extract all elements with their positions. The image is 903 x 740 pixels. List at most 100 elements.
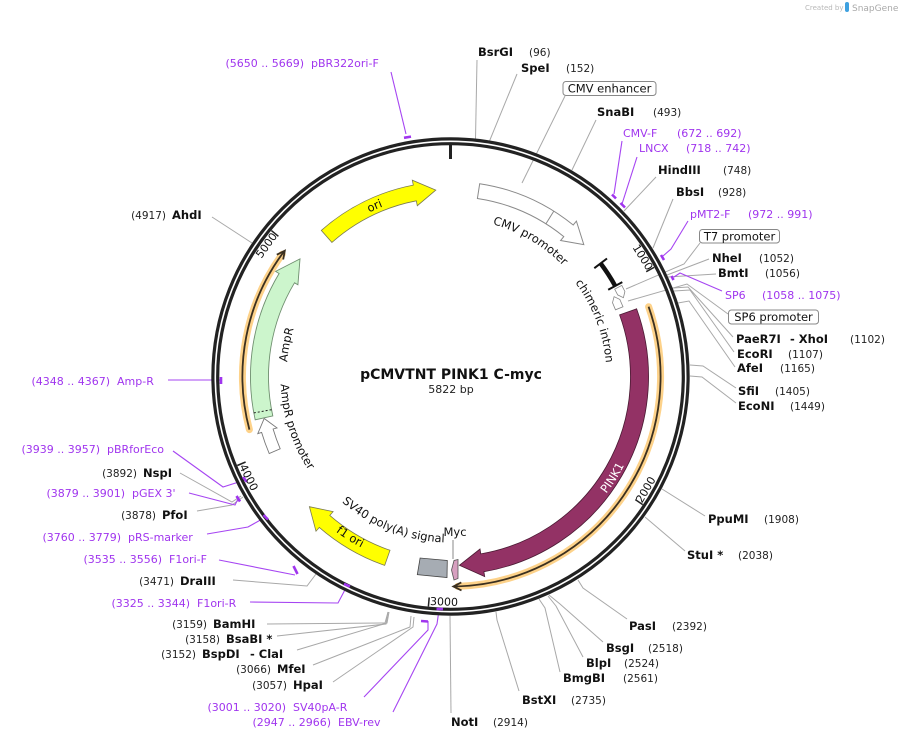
boxed-label-t7-promoter[interactable]: T7 promoter [699, 229, 780, 244]
ampr-promoter-arrow[interactable] [257, 417, 281, 455]
primer-name: pGEX 3' [132, 487, 176, 500]
enzyme-site-noti[interactable]: NotI(2914) [451, 715, 528, 729]
enzyme-site-draiii[interactable]: (3471) DraIII [139, 574, 216, 588]
enzyme-site-blpi[interactable]: BlpI(2524) [586, 656, 659, 670]
enzyme-site-spei[interactable]: SpeI(152) [521, 61, 594, 75]
enzyme-site-econi[interactable]: EcoNI(1449) [738, 399, 825, 413]
enzyme-site-snabi[interactable]: SnaBI(493) [597, 105, 681, 119]
enzyme-site-mfei[interactable]: (3066)MfeI [236, 662, 305, 676]
feature-t7-promoter[interactable] [614, 284, 626, 299]
enzyme-name: BspDI [202, 647, 240, 661]
enzyme-position: (1056) [765, 268, 800, 280]
enzyme-site-bsabi[interactable]: (3158)BsaBI * [185, 632, 272, 646]
enzyme-site-bmgbi[interactable]: BmgBI(2561) [563, 671, 658, 685]
f1-ori-arrow[interactable] [308, 506, 391, 566]
primer-name: pBR322ori-F [311, 57, 379, 70]
feature-sp6-promoter[interactable] [612, 296, 624, 311]
snapgene-logo-icon [845, 2, 849, 12]
feature-myc[interactable]: Myc [443, 525, 467, 581]
enzyme-site-pfoi[interactable]: (3878)PfoI [121, 508, 188, 522]
primer-ebv-rev[interactable]: (2947 .. 2966)EBV-rev [252, 716, 381, 729]
enzyme-name: SnaBI [597, 105, 634, 119]
primer-range: (3760 .. 3779) [42, 531, 121, 544]
enzyme-position: (3471) [139, 576, 174, 588]
primer-range: (4348 .. 4367) [31, 375, 110, 388]
enzyme-site-bspdi-clai[interactable]: (3152)BspDI- ClaI [161, 647, 283, 661]
primer-name: Amp-R [117, 375, 154, 388]
enzyme-site-pasi[interactable]: PasI (2392) [629, 619, 707, 633]
enzyme-position: (3057) [252, 680, 287, 692]
tick-label-3000: 3000 [430, 595, 458, 609]
enzyme-site-hindiii[interactable]: HindIII(748) [658, 163, 751, 177]
primer-name: F1ori-R [197, 597, 237, 610]
enzyme-name: StuI * [687, 548, 723, 562]
enzyme-site-bsgi[interactable]: BsgI(2518) [606, 641, 683, 655]
ampr-label: AmpR [276, 326, 296, 363]
enzyme-site-nhei[interactable]: NheI(1052) [712, 251, 794, 265]
enzyme-site-hpai[interactable]: (3057)HpaI [252, 678, 323, 692]
myc-tag-shape[interactable] [451, 558, 459, 581]
primer-pgex-3[interactable]: (3879 .. 3901)pGEX 3' [46, 487, 175, 500]
primer-sv40pa-r[interactable]: (3001 .. 3020)SV40pA-R [207, 701, 347, 714]
primer-pbrforeco[interactable]: (3939 .. 3957)pBRforEco [21, 443, 164, 456]
enzyme-site-ppumi[interactable]: PpuMI(1908) [708, 512, 799, 526]
primer-name: pMT2-F [690, 208, 731, 221]
primer-sp6[interactable]: SP6(1058 .. 1075) [725, 289, 841, 302]
primer-f1ori-r[interactable]: (3325 .. 3344) F1ori-R [111, 597, 236, 610]
enzyme-site-ecori[interactable]: EcoRI(1107) [737, 347, 823, 361]
primer-range: (3939 .. 3957) [21, 443, 100, 456]
orf-ampr [239, 249, 287, 434]
feature-chimeric-intron[interactable]: chimeric intron [573, 257, 623, 364]
primer-amp-r[interactable]: (4348 .. 4367) Amp-R [31, 375, 154, 388]
enzyme-site-bamhi[interactable]: (3159)BamHI [172, 617, 255, 631]
enzyme-site-paer7i-xhoi[interactable]: PaeR7I- XhoI(1102) [736, 332, 885, 346]
enzyme-position: (2735) [571, 695, 606, 707]
backbone-ring [211, 137, 690, 616]
boxed-label-cmv-enhancer[interactable]: CMV enhancer [562, 81, 657, 96]
enzyme-site-bbsi[interactable]: BbsI(928) [676, 185, 746, 199]
primer-labels: (5650 .. 5669)pBR322ori-F CMV-F(672 .. 6… [21, 57, 840, 729]
boxed-label-sp6-promoter[interactable]: SP6 promoter [728, 309, 819, 325]
enzyme-name: BmgBI [563, 671, 605, 685]
enzyme-site-bmti[interactable]: BmtI(1056) [718, 266, 800, 280]
feature-ori[interactable]: ori [320, 179, 437, 243]
enzyme-name: PasI [629, 619, 656, 633]
enzyme-name: AfeI [737, 361, 763, 375]
enzyme-site-nspi[interactable]: (3892)NspI [102, 466, 172, 480]
enzyme-site-ahdi[interactable]: (4917)AhdI [131, 208, 202, 222]
primer-range: (3325 .. 3344) [111, 597, 190, 610]
enzyme-site-afei[interactable]: AfeI(1165) [737, 361, 815, 375]
feature-cmv-promoter[interactable]: CMV promoter [476, 183, 585, 268]
enzyme-site-bstxi[interactable]: BstXI(2735) [522, 693, 606, 707]
sv40-polya-box[interactable] [416, 557, 448, 578]
enzyme-site-sfii[interactable]: SfiI(1405) [738, 384, 810, 398]
enzyme-name: BsgI [606, 641, 634, 655]
pink1-arrow[interactable] [458, 308, 649, 578]
primer-name: EBV-rev [338, 716, 381, 729]
primer-name: SV40pA-R [293, 701, 348, 714]
enzyme-name: AhdI [172, 208, 202, 222]
ampr-promoter-label: AmpR promoter [278, 383, 318, 472]
enzyme-site-stui[interactable]: StuI *(2038) [687, 548, 773, 562]
cmv-promoter-arrow[interactable] [476, 183, 585, 246]
primer-markers [219, 135, 675, 623]
enzyme-name: DraIII [180, 574, 216, 588]
enzyme-position: (748) [723, 165, 751, 177]
enzyme-position: (2392) [672, 621, 707, 633]
enzyme-name: SpeI [521, 61, 550, 75]
enzyme-name: MfeI [277, 662, 306, 676]
svg-text:AmpR promoter: AmpR promoter [278, 383, 318, 472]
enzyme-site-bsrgi[interactable]: BsrGI(96) [478, 45, 551, 59]
primer-lncx[interactable]: LNCX(718 .. 742) [639, 142, 751, 155]
ori-arrow[interactable] [320, 179, 437, 243]
primer-f1ori-f[interactable]: (3535 .. 3556)F1ori-F [83, 553, 207, 566]
enzyme-name: BsaBI * [226, 632, 272, 646]
primer-pmt2-f[interactable]: pMT2-F(972 .. 991) [690, 208, 813, 221]
primer-cmv-f[interactable]: CMV-F(672 .. 692) [623, 127, 742, 140]
primer-pbr322ori-f[interactable]: (5650 .. 5669)pBR322ori-F [225, 57, 378, 70]
enzyme-name: BbsI [676, 185, 704, 199]
ori-label: ori [365, 196, 385, 215]
enzyme-position: (1908) [764, 514, 799, 526]
primer-prs-marker[interactable]: (3760 .. 3779)pRS-marker [42, 531, 193, 544]
ampr-arrow[interactable] [250, 258, 301, 421]
